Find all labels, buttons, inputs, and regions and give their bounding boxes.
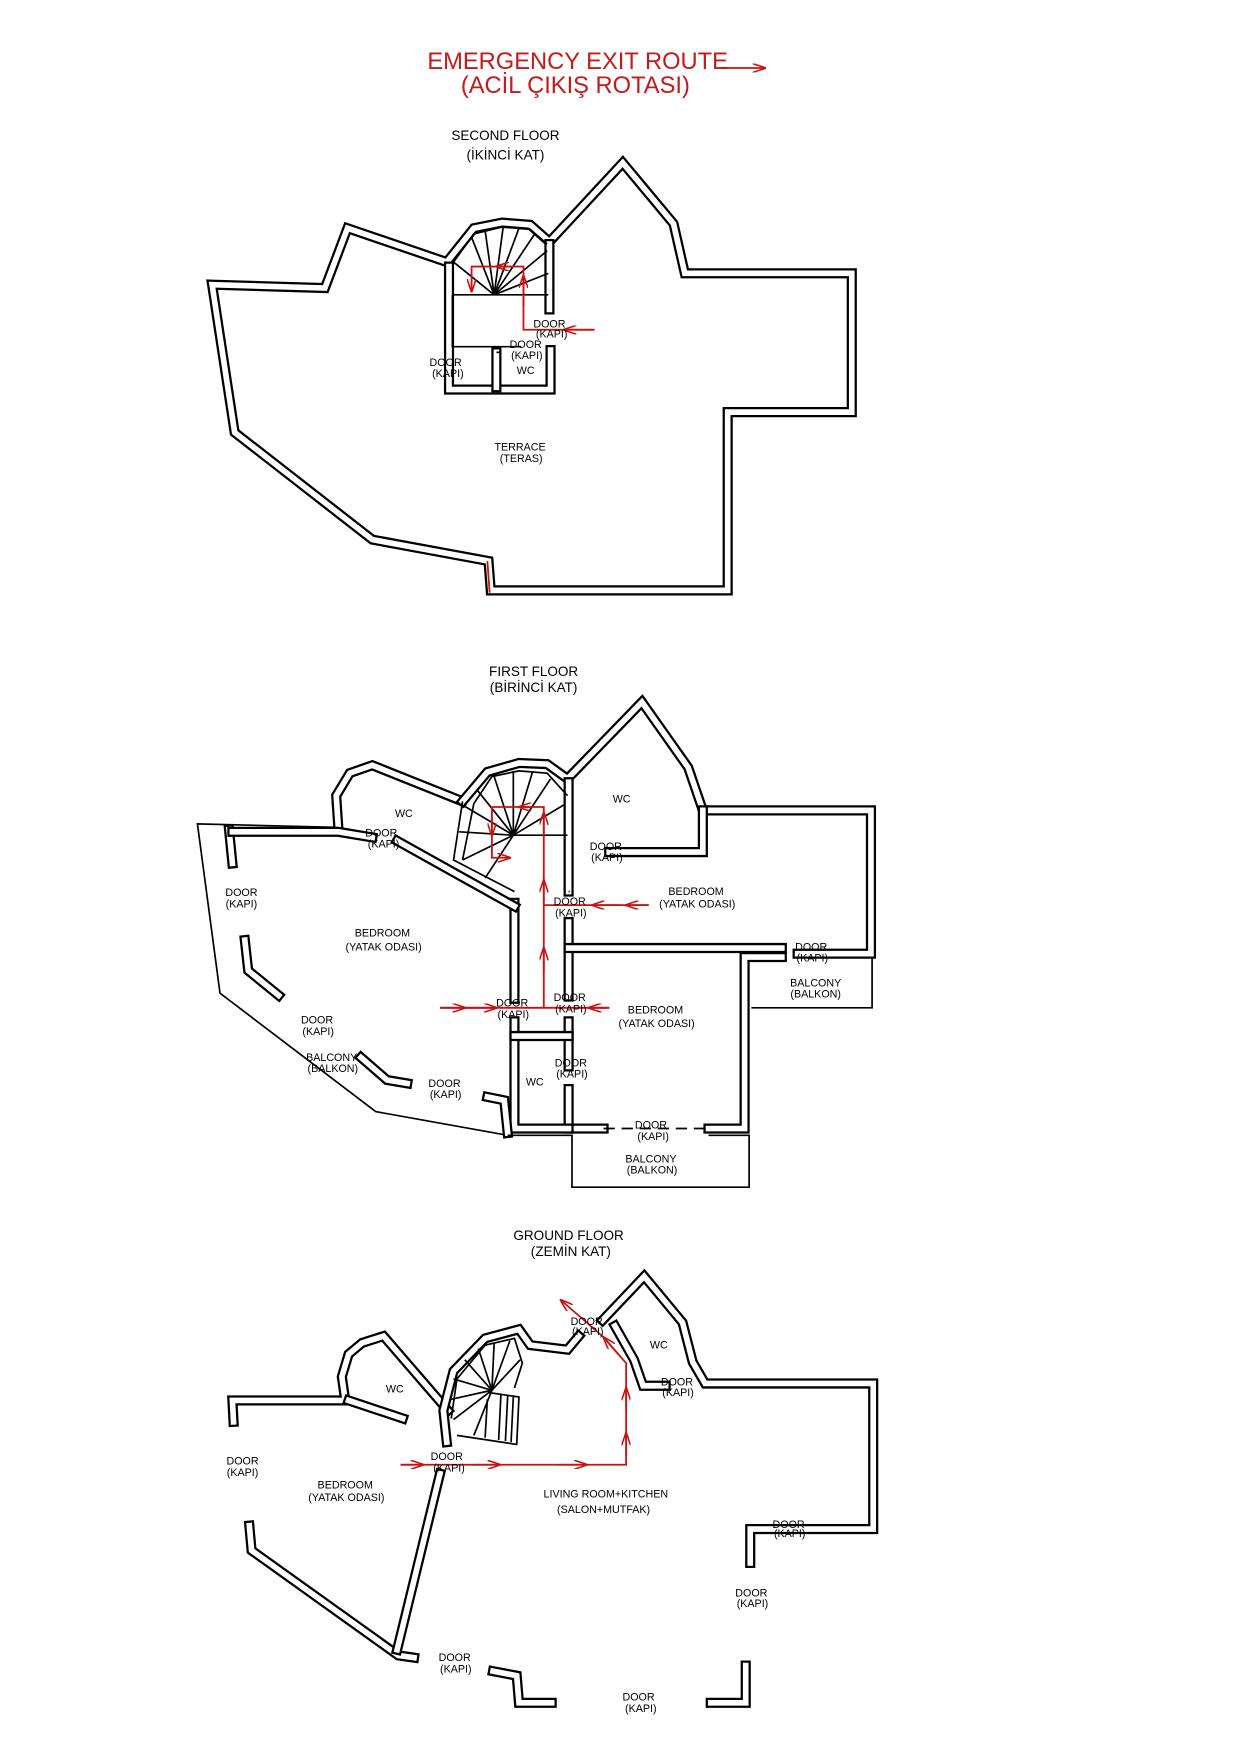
bedroom-label: (YATAK ODASI) [346,941,422,953]
door-label: DOOR [554,896,586,908]
door-label: (KAPI) [774,1528,806,1540]
door-label: (KAPI) [662,1387,694,1399]
floor-subtitle: (İKİNCİ KAT) [467,147,545,162]
door-label: (KAPI) [430,1089,462,1101]
floor-subtitle: (BİRİNCİ KAT) [490,680,578,695]
balcony-label: (BALKON) [627,1165,678,1177]
door-label: DOOR [571,1316,603,1328]
door-label: (KAPI) [572,1326,604,1338]
second-floor-plan: SECOND FLOOR (İKİNCİ KAT) [206,128,857,596]
balcony-label: BALCONY [306,1052,357,1064]
door-label: DOOR [301,1015,333,1027]
door-label: DOOR [533,319,565,331]
legend-subtitle: (ACİL ÇIKIŞ ROTASI) [461,72,690,99]
balcony-label: BALCONY [790,977,841,989]
wc-label: WC [650,1340,668,1352]
bedroom-label: (YATAK ODASI) [308,1492,384,1504]
door-label: DOOR [430,357,462,369]
door-label: (KAPI) [226,898,258,910]
door-label: (KAPI) [302,1026,334,1038]
door-label: DOOR [554,992,586,1004]
door-label: DOOR [661,1377,693,1389]
door-label: DOOR [590,841,622,853]
door-label: DOOR [795,941,827,953]
exit-route [439,807,649,1008]
door-label: (KAPI) [625,1703,657,1715]
door-label: DOOR [428,1078,460,1090]
door-label: DOOR [773,1519,805,1531]
bedroom-label: (YATAK ODASI) [619,1018,695,1030]
wc-label: WC [613,793,631,805]
door-label: (KAPI) [433,1462,465,1474]
wc-label: WC [517,365,535,377]
door-label: (KAPI) [737,1598,769,1610]
room-labels: WC DOOR (KAPI) WC DOOR (KAPI) DOOR (KAPI… [226,1316,805,1715]
door-label: (KAPI) [440,1663,472,1675]
door-label: (KAPI) [797,953,829,965]
bedroom-label: BEDROOM [668,886,723,898]
bedroom-label: (YATAK ODASI) [659,898,735,910]
balcony-label: (BALKON) [790,989,841,1001]
living-room-label: LIVING ROOM+KITCHEN [544,1488,669,1500]
door-label: DOOR [439,1652,471,1664]
wc-label: WC [395,808,413,820]
exit-route [472,267,595,593]
spiral-stair [452,226,549,296]
living-room-label: (SALON+MUTFAK) [557,1504,650,1516]
door-label: (KAPI) [432,368,464,380]
door-label: DOOR [735,1588,767,1600]
spiral-stair [450,1337,524,1446]
terrace-label: (TERAS) [500,453,543,465]
door-label: DOOR [496,998,528,1010]
balcony-label: (BALKON) [308,1063,359,1075]
room-labels: DOOR (KAPI) DOOR (KAPI) DOOR (KAPI) WC T… [430,319,568,465]
room-labels: WC DOOR (KAPI) WC DOOR (KAPI) DOOR (KAPI… [225,793,841,1176]
terrace-label: TERRACE [495,441,546,453]
door-label: DOOR [431,1451,463,1463]
door-label: DOOR [225,887,257,899]
walls [206,155,857,596]
balcony-label: BALCONY [625,1153,676,1165]
wc-label: WC [526,1077,544,1089]
floor-title: GROUND FLOOR [513,1228,624,1243]
floor-subtitle: (ZEMİN KAT) [531,1244,611,1259]
door-label: DOOR [635,1120,667,1132]
door-label: DOOR [555,1057,587,1069]
door-label: (KAPI) [591,852,623,864]
door-label: DOOR [226,1456,258,1468]
door-label: (KAPI) [536,329,568,341]
walls [227,1268,879,1708]
floor-title: FIRST FLOOR [489,664,578,679]
door-label: DOOR [365,827,397,839]
first-floor-plan: FIRST FLOOR (BİRİNCİ KAT) [196,664,877,1189]
door-label: (KAPI) [555,1003,587,1015]
walls [196,694,877,1189]
wc-label: WC [386,1384,404,1396]
legend-title: EMERGENCY EXIT ROUTE [427,49,728,75]
bedroom-label: BEDROOM [318,1479,373,1491]
door-label: (KAPI) [368,839,400,851]
door-label: DOOR [510,339,542,351]
door-label: DOOR [622,1692,654,1704]
bedroom-label: BEDROOM [355,928,410,940]
exit-route [400,1300,627,1465]
door-label: (KAPI) [498,1009,530,1021]
bedroom-label: BEDROOM [628,1004,683,1016]
floor-title: SECOND FLOOR [451,128,559,143]
door-label: (KAPI) [511,350,543,362]
door-label: (KAPI) [555,907,587,919]
door-label: (KAPI) [637,1131,669,1143]
ground-floor-plan: GROUND FLOOR (ZEMİN KAT) [226,1228,879,1715]
door-label: (KAPI) [227,1467,259,1479]
door-label: (KAPI) [556,1069,588,1081]
